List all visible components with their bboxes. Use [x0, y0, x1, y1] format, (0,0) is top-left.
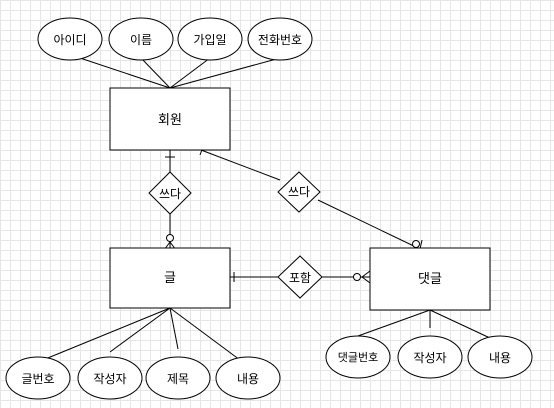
- crow-zero-member-post: [166, 234, 174, 242]
- attribute-member-id: 아이디: [37, 17, 103, 61]
- attribute-post-title-label: 제목: [167, 372, 189, 386]
- connector-member-id: [79, 57, 171, 89]
- connector-comment-number: [357, 309, 431, 337]
- relationship-member-writes-comment-label: 쓰다: [288, 185, 310, 199]
- connector-post-number: [37, 307, 171, 363]
- entity-post: 글: [109, 247, 231, 309]
- attribute-comment-content: 내용: [467, 335, 533, 379]
- attribute-comment-number-label: 댓글번호: [338, 351, 378, 364]
- relationship-member-writes-comment: 쓰다: [277, 171, 321, 213]
- crow-zero-member-comment: [412, 240, 420, 248]
- connector-comment-content: [429, 309, 491, 339]
- crow-zero-post-comment: [353, 273, 361, 281]
- attribute-post-number-label: 글번호: [21, 372, 54, 386]
- connector-member-write-comment-top: [200, 149, 281, 181]
- relationship-member-writes-post-label: 쓰다: [159, 187, 181, 201]
- entity-member-label: 회원: [158, 113, 182, 128]
- entity-post-label: 글: [164, 271, 176, 286]
- attribute-post-author: 작성자: [77, 356, 143, 400]
- attribute-member-id-label: 아이디: [53, 33, 86, 47]
- connector-post-title: [169, 307, 179, 350]
- attribute-comment-content-label: 내용: [489, 351, 511, 365]
- attribute-member-phone-label: 전화번호: [258, 33, 302, 47]
- crow-many-bottom-post-comment: [361, 276, 371, 284]
- attribute-post-content: 내용: [215, 356, 281, 400]
- crow-many-top-post-comment: [361, 270, 371, 278]
- attribute-member-name: 이름: [108, 17, 174, 61]
- entity-member: 회원: [109, 87, 231, 151]
- attribute-comment-number: 댓글번호: [325, 335, 391, 379]
- relationship-post-includes-comment: 포함: [277, 255, 323, 299]
- connector-member-joindate: [169, 57, 211, 89]
- attribute-member-name-label: 이름: [130, 33, 152, 47]
- attribute-comment-author: 작성자: [397, 335, 463, 379]
- entity-comment: 댓글: [369, 247, 491, 311]
- connector-member-write-comment-bottom: [317, 199, 421, 250]
- attribute-post-author-label: 작성자: [93, 372, 126, 386]
- attribute-post-content-label: 내용: [237, 372, 259, 386]
- attribute-member-joindate-label: 가입일: [193, 33, 226, 47]
- attribute-member-joindate: 가입일: [177, 17, 243, 61]
- relationship-post-includes-comment-label: 포함: [289, 271, 311, 285]
- relationship-member-writes-post: 쓰다: [148, 171, 192, 215]
- attribute-post-number: 글번호: [5, 356, 71, 400]
- attribute-comment-author-label: 작성자: [413, 351, 446, 365]
- connector-post-author: [109, 307, 171, 353]
- connector-post-content: [169, 307, 241, 361]
- connector-member-name: [140, 57, 171, 89]
- connector-member-phone: [169, 57, 281, 89]
- attribute-member-phone: 전화번호: [247, 17, 313, 61]
- attribute-post-title: 제목: [145, 356, 211, 400]
- entity-comment-label: 댓글: [418, 272, 442, 287]
